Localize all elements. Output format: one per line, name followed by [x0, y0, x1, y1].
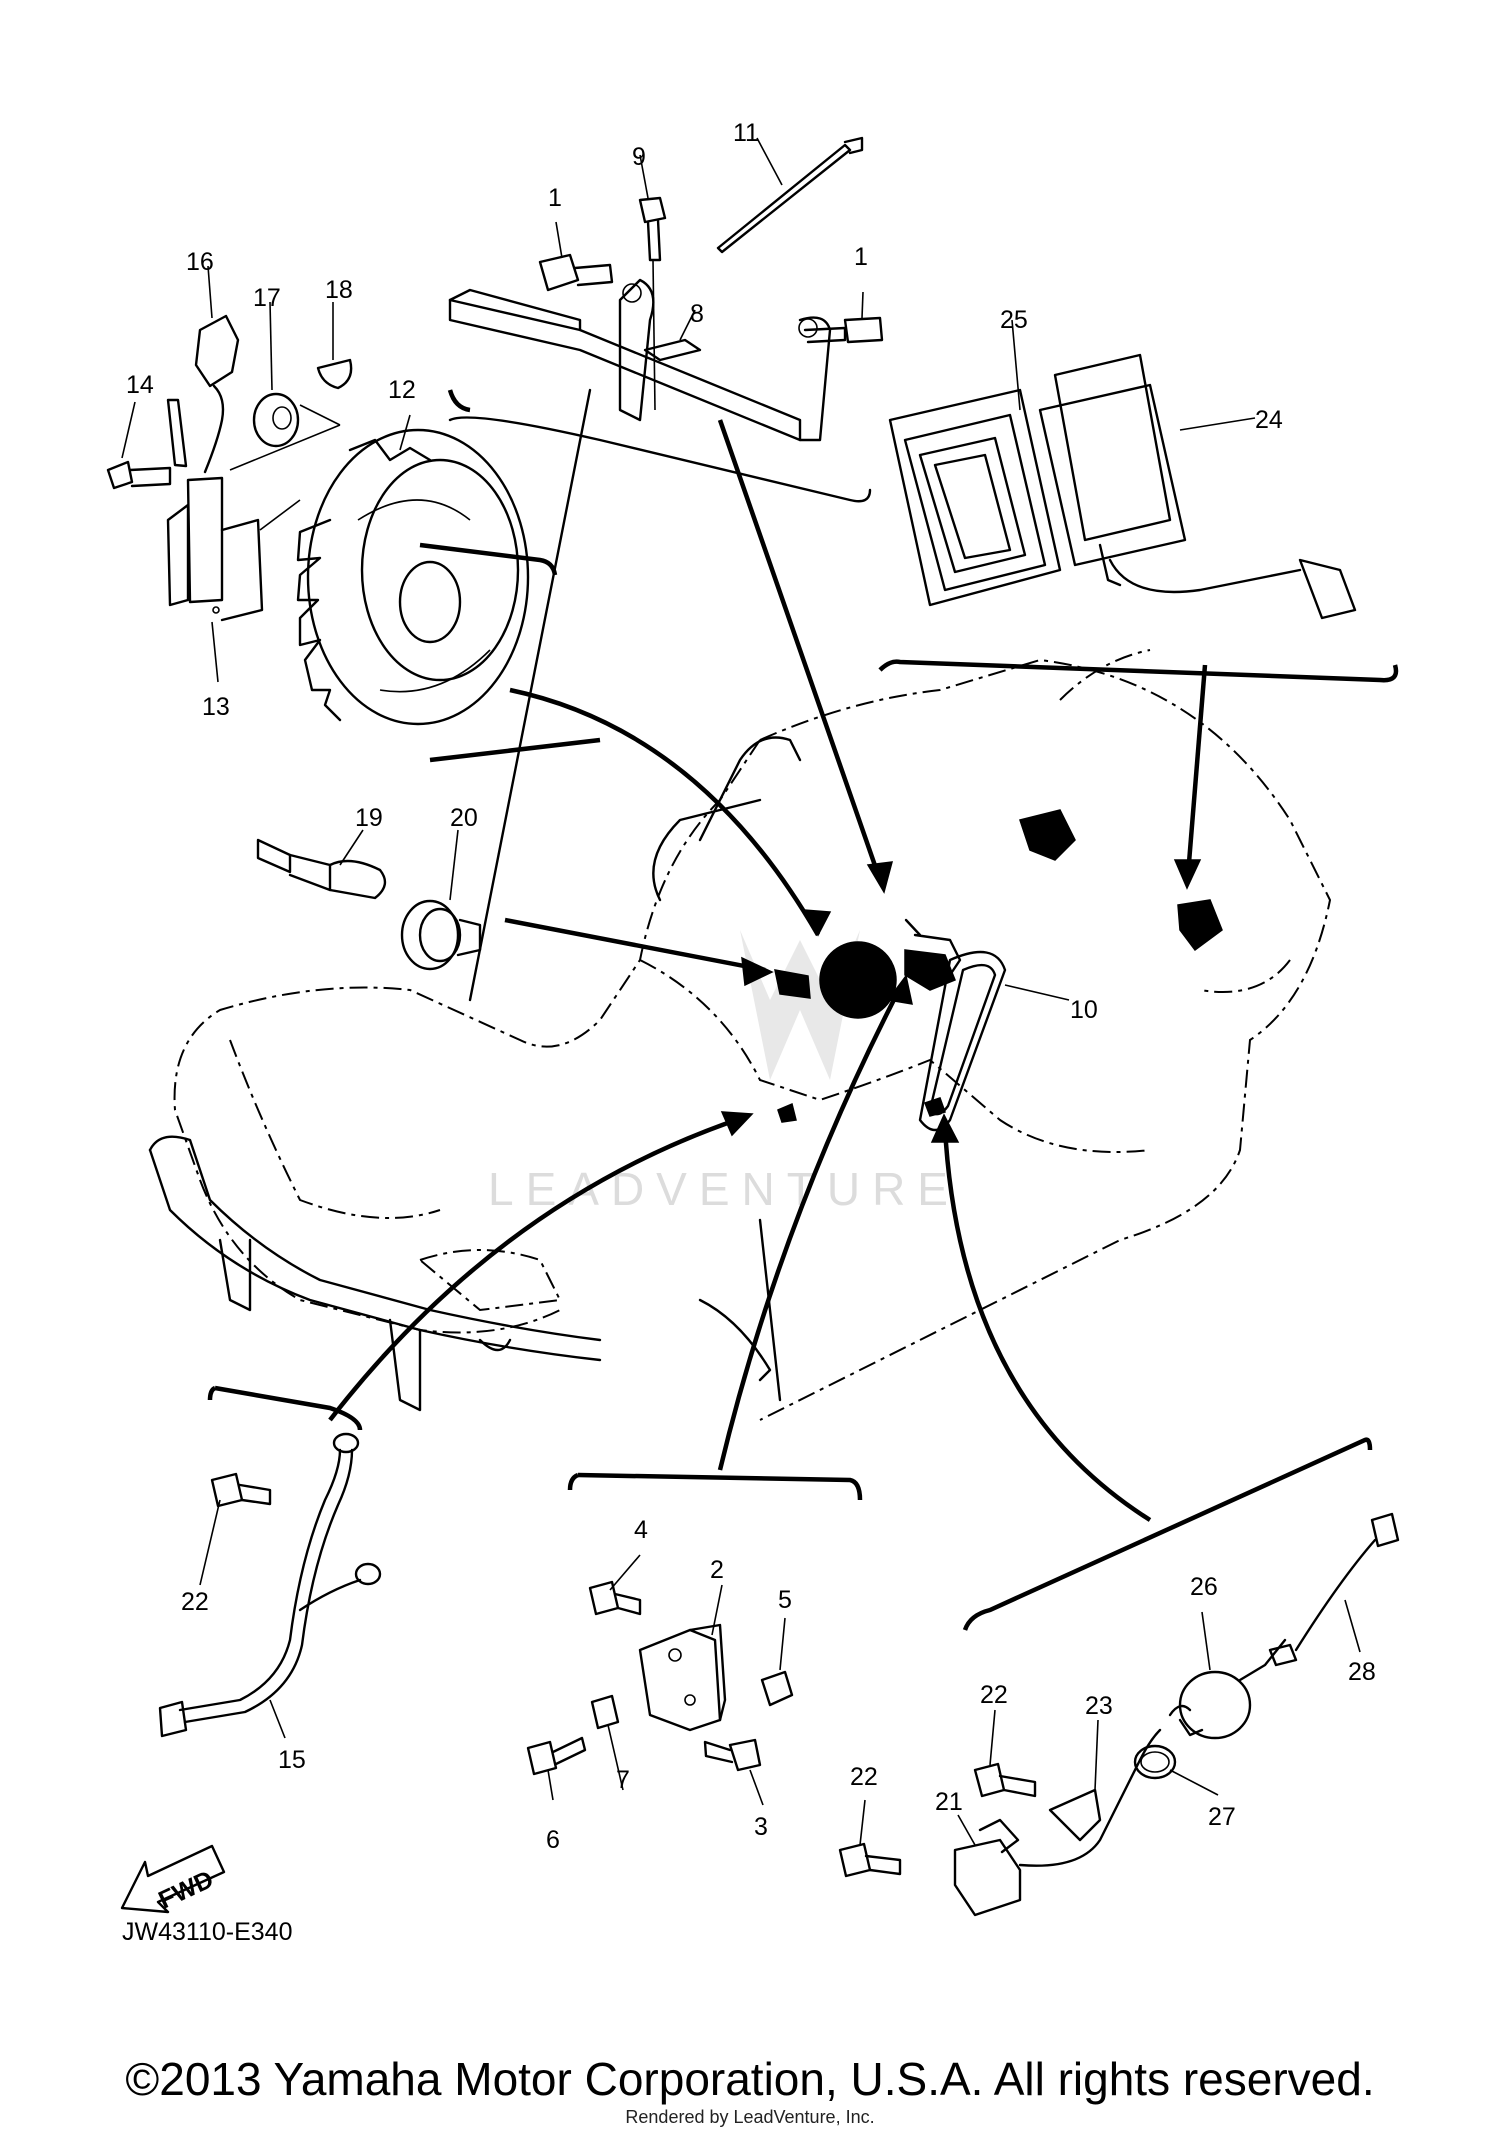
callout-17: 17 [253, 284, 281, 312]
callout-25: 25 [1000, 306, 1028, 334]
rendered-by-notice: Rendered by LeadVenture, Inc. [625, 2107, 875, 2127]
callout-28: 28 [1348, 1658, 1376, 1686]
callout-15: 15 [278, 1746, 306, 1774]
control-unit-group [888, 353, 1357, 620]
callout-19: 19 [355, 804, 383, 832]
callout-21: 21 [935, 1788, 963, 1816]
fwd-label: FWD [154, 1865, 217, 1914]
callout-24: 24 [1255, 406, 1283, 434]
sensor-group [838, 1512, 1400, 1917]
vehicle-body-outline [148, 649, 1332, 1421]
callout-22: 22 [980, 1681, 1008, 1709]
installation-arrows [328, 419, 1208, 1522]
copyright-notice: ©2013 Yamaha Motor Corporation, U.S.A. A… [125, 2053, 1375, 2105]
hardware-group [526, 1580, 794, 1776]
callout-12: 12 [388, 376, 416, 404]
callout-14: 14 [126, 371, 154, 399]
bracket-group [448, 136, 884, 503]
wire-harness-group [158, 1432, 382, 1738]
callout-26: 26 [1190, 1573, 1218, 1601]
group-frames [207, 389, 1399, 1631]
flywheel-magneto-group [106, 314, 592, 1002]
callout-4: 4 [634, 1516, 648, 1544]
callout-1: 1 [854, 243, 868, 271]
diagram-code: JW43110-E340 [122, 1918, 293, 1946]
callout-23: 23 [1085, 1692, 1113, 1720]
callout-6: 6 [546, 1826, 560, 1854]
callout-5: 5 [778, 1586, 792, 1614]
callout-22: 22 [181, 1588, 209, 1616]
callout-8: 8 [690, 300, 704, 328]
bulb-socket-group [256, 838, 482, 971]
callout-leaders [121, 137, 1361, 1846]
callout-7: 7 [616, 1766, 630, 1794]
callout-27: 27 [1208, 1803, 1236, 1831]
callout-20: 20 [450, 804, 478, 832]
watermark-text: LEADVENTURE [488, 1163, 960, 1215]
callout-10: 10 [1070, 996, 1098, 1024]
leadventure-watermark: LEADVENTURE [488, 930, 960, 1215]
callout-9: 9 [632, 143, 646, 171]
callout-13: 13 [202, 693, 230, 721]
callout-labels: 1 1 2 3 4 5 6 7 8 9 10 11 12 13 14 15 16… [126, 119, 1376, 1854]
callout-22: 22 [850, 1763, 878, 1791]
callout-3: 3 [754, 1813, 768, 1841]
callout-1: 1 [548, 184, 562, 212]
callout-18: 18 [325, 276, 353, 304]
callout-2: 2 [710, 1556, 724, 1584]
callout-16: 16 [186, 248, 214, 276]
forward-direction-arrow: FWD [120, 1844, 226, 1915]
callout-11: 11 [733, 119, 759, 147]
